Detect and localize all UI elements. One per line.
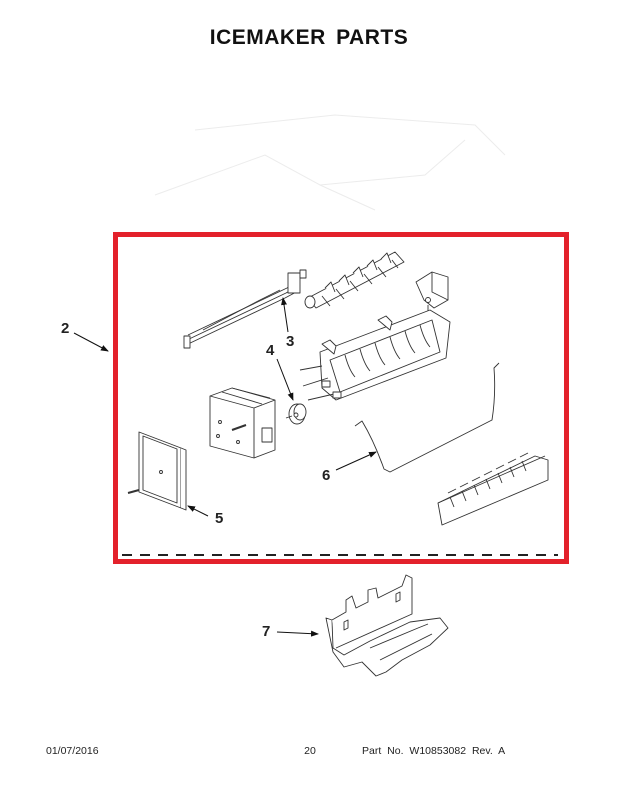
control-module-part (209, 387, 276, 459)
cover-plate-part (127, 431, 187, 511)
footer-date: 01/07/2016 (46, 745, 99, 757)
page-title: ICEMAKER PARTS (209, 26, 409, 49)
icemaker-assembly-highlight (113, 232, 569, 564)
callout-5: 5 (215, 510, 224, 527)
footer-part-number: Part No. W10853082 Rev. A (362, 745, 506, 757)
mounting-bracket-part (325, 574, 449, 677)
callout-2: 2 (61, 320, 70, 337)
bail-wire-part (354, 362, 500, 473)
wire-harness-part (183, 269, 307, 349)
stripper-part (437, 452, 549, 526)
callout-7: 7 (262, 623, 271, 640)
ice-mold-part (299, 309, 451, 401)
callout-4: 4 (266, 342, 275, 359)
faded-shelf-illustration (154, 114, 506, 211)
gear-part (285, 403, 307, 425)
callout-3: 3 (286, 333, 295, 350)
footer-page-number: 20 (304, 745, 316, 757)
callout-6: 6 (322, 467, 331, 484)
fill-cup-part (415, 271, 449, 318)
ejector-arm-part (304, 251, 405, 309)
